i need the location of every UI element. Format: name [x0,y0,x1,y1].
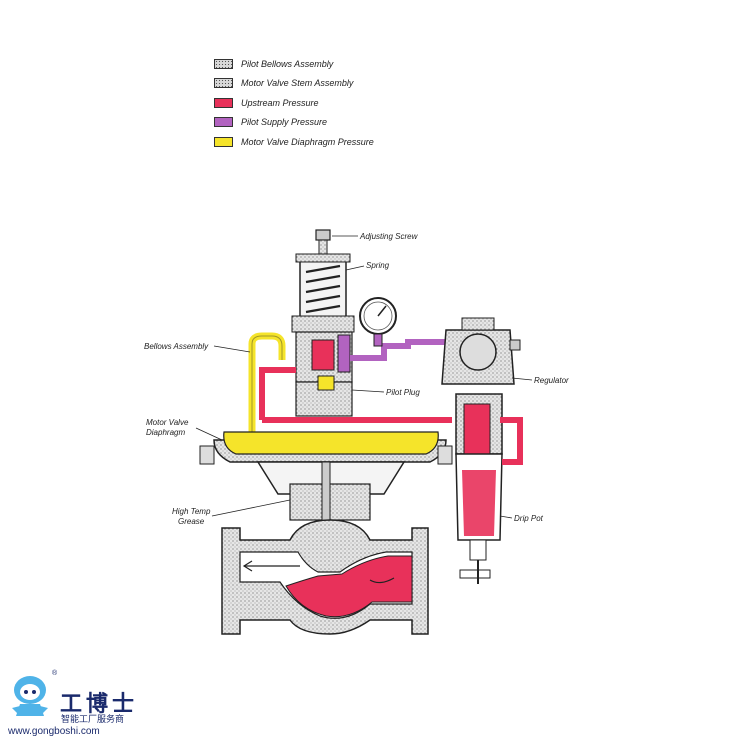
brand-name: 工博士 [60,691,139,716]
legend-swatch [214,58,233,69]
brand-url: www.gongboshi.com [8,726,100,737]
legend-swatch [214,136,233,147]
callout-leaders [195,235,533,519]
pilot-supply-line [350,339,446,361]
legend-label: Motor Valve Diaphragm Pressure [241,136,374,147]
legend-item-upstream-pressure: Upstream Pressure [214,93,374,113]
robot-mascot-icon [12,676,48,716]
spring-housing [291,253,355,333]
adjusting-screw [315,229,331,255]
legend-label: Motor Valve Stem Assembly [241,78,354,89]
label-pilot-plug: Pilot Plug [386,388,420,397]
label-diaphragm: Diaphragm [146,428,185,437]
drip-pot [455,393,503,584]
label-spring: Spring [366,261,390,270]
regulator [441,317,521,385]
label-adjusting-screw: Adjusting Screw [359,232,419,241]
label-high-temp: High Temp [172,507,211,516]
legend-item-pilot-bellows: Pilot Bellows Assembly [214,54,374,74]
flow-arrow-icon [242,560,395,584]
upstream-pressure-line [259,367,523,465]
legend-label: Pilot Supply Pressure [241,117,328,128]
label-regulator: Regulator [534,376,569,385]
label-bellows-assembly: Bellows Assembly [144,342,209,351]
label-motor-valve: Motor Valve [146,418,189,427]
legend-swatch [214,78,233,89]
motor-valve-diaphragm [199,431,453,465]
label-drip-pot: Drip Pot [514,514,544,523]
legend-label: Pilot Bellows Assembly [241,58,334,69]
legend-swatch [214,97,233,108]
pressure-gauge-icon [359,297,397,347]
label-grease: Grease [178,517,205,526]
legend-item-diaphragm-pressure: Motor Valve Diaphragm Pressure [214,132,374,152]
pilot-body [295,331,353,383]
brand-tagline: 智能工厂服务商 [61,714,125,724]
legend-label: Upstream Pressure [241,97,319,108]
spring [305,264,341,314]
legend-item-pilot-supply-pressure: Pilot Supply Pressure [214,113,374,133]
diaphragm-pressure-loop [248,332,286,432]
legend: Pilot Bellows Assembly Motor Valve Stem … [214,54,374,152]
valve-body [221,519,429,635]
legend-swatch [214,117,233,128]
legend-item-motor-valve-stem: Motor Valve Stem Assembly [214,74,374,94]
pilot-plug [295,375,353,417]
registered-mark: ® [52,670,58,677]
